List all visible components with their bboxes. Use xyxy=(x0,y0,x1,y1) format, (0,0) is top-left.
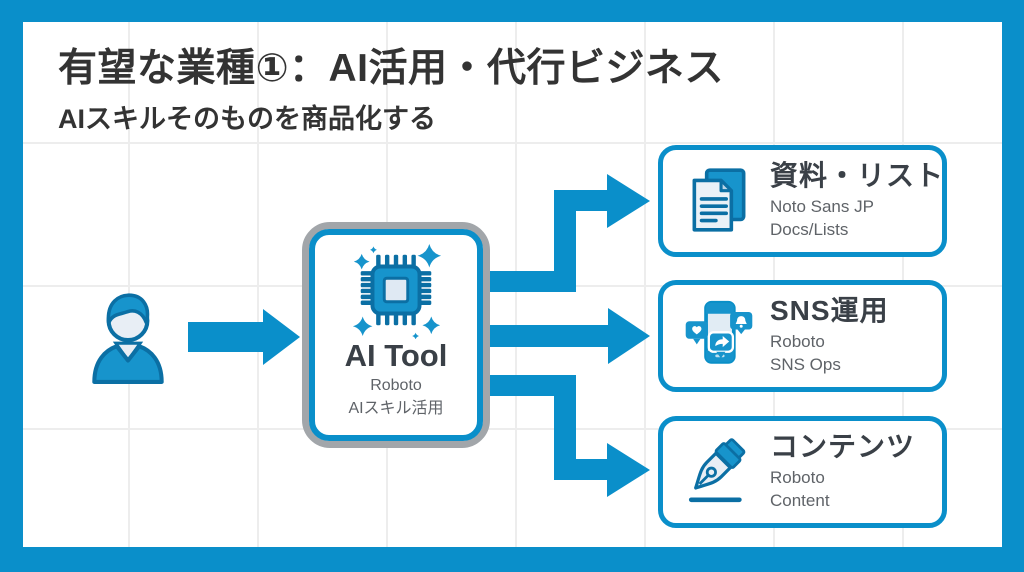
output-subtitle1-docs: Noto Sans JP xyxy=(770,197,874,217)
output-subtitle2-docs: Docs/Lists xyxy=(770,220,849,240)
output-subtitle1-content: Roboto xyxy=(770,468,825,488)
output-title-content: コンテンツ xyxy=(770,430,916,462)
chip-sparkles-icon xyxy=(352,243,442,339)
output-subtitle1-sns: Roboto xyxy=(770,332,825,352)
ai-tool-card: AI Tool Roboto AIスキル活用 xyxy=(302,222,490,448)
output-subtitle2-content: Content xyxy=(770,491,830,511)
output-title-docs: 資料・リスト xyxy=(770,159,945,191)
output-card-sns: SNS運用 Roboto SNS Ops xyxy=(658,280,947,392)
smartphone-sns-icon xyxy=(685,300,753,364)
output-title-sns: SNS運用 xyxy=(770,294,889,326)
output-subtitle2-sns: SNS Ops xyxy=(770,355,841,375)
ai-tool-subtitle-2: AIスキル活用 xyxy=(348,400,444,418)
person-icon xyxy=(92,293,164,384)
pen-nib-icon xyxy=(688,438,746,503)
arrow-ai-tool-to-sns xyxy=(490,308,650,364)
ai-tool-card-inner: AI Tool Roboto AIスキル活用 xyxy=(309,229,483,441)
arrow-person-to-ai-tool xyxy=(188,309,300,365)
arrow-ai-tool-to-docs xyxy=(490,174,650,292)
page-subtitle: AIスキルそのものを商品化する xyxy=(58,104,436,134)
output-card-docs: 資料・リスト Noto Sans JP Docs/Lists xyxy=(658,145,947,257)
page-title: 有望な業種①：AI活用・代行ビジネス xyxy=(58,47,725,90)
ai-tool-subtitle-1: Roboto xyxy=(370,377,422,395)
ai-tool-title: AI Tool xyxy=(344,338,448,373)
arrow-ai-tool-to-content xyxy=(490,375,650,497)
output-card-content: コンテンツ Roboto Content xyxy=(658,416,947,528)
documents-icon xyxy=(692,168,746,232)
